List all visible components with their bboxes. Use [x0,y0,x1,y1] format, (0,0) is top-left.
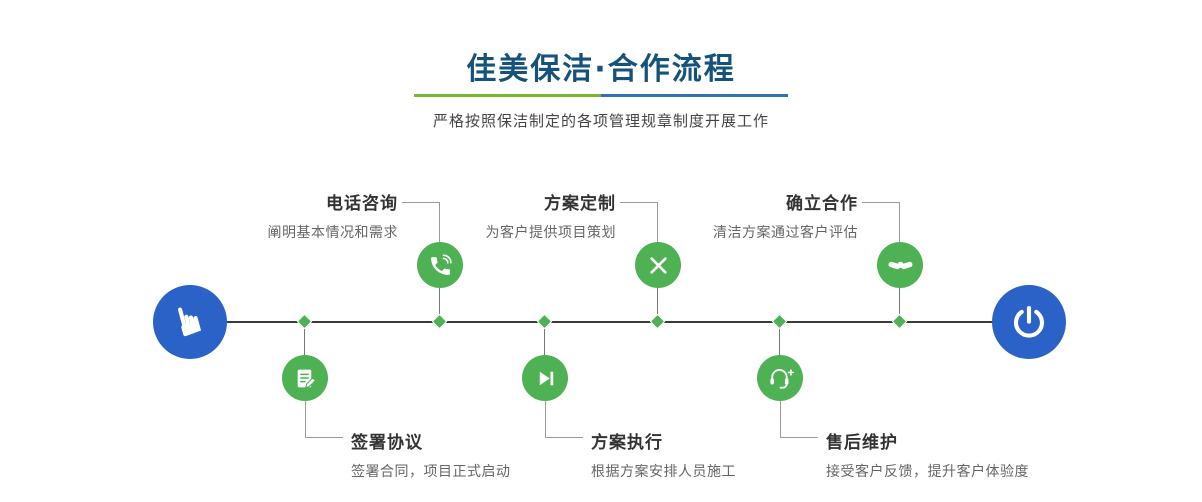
timeline-diamond-marker [431,313,448,330]
headset-support-icon [769,368,794,389]
connector-stem [439,286,440,322]
step-title: 方案定制 [544,194,616,214]
step-node-establish-cooperation [877,242,923,288]
step-label-sign-agreement: 签署协议 签署合同，项目正式启动 [351,428,591,481]
power-icon [1014,306,1044,338]
connector-stem [544,322,545,356]
step-desc: 为客户提供项目策划 [485,225,616,241]
connector-stem [304,322,305,356]
label-connector [305,401,343,438]
step-desc: 接受客户反馈，提升客户体验度 [826,464,1029,480]
step-title: 售后维护 [826,433,898,453]
page-title: 佳美保洁·合作流程 [466,52,736,87]
divider-green-segment [414,94,601,97]
timeline-diamond-marker [536,313,553,330]
step-desc: 签署合同，项目正式启动 [351,464,511,480]
step-node-phone-consult [417,242,463,288]
timeline-diamond-marker [649,313,666,330]
step-label-after-sales: 售后维护 接受客户反馈，提升客户体验度 [826,428,1066,481]
label-connector [780,401,818,438]
step-title: 电话咨询 [326,194,398,214]
label-connector [545,401,583,438]
timeline-start-node: ☛ [153,285,227,359]
step-title: 签署协议 [351,433,423,453]
step-label-phone-consult: 电话咨询 阐明基本情况和需求 [158,189,398,242]
step-label-plan-customize: 方案定制 为客户提供项目策划 [376,189,616,242]
step-title: 确立合作 [786,194,858,214]
step-desc: 根据方案安排人员施工 [591,464,736,480]
timeline-line [190,321,1030,323]
connector-stem [657,286,658,322]
timeline-diamond-marker [891,313,908,330]
step-node-plan-customize [635,242,681,288]
step-desc: 清洁方案通过客户评估 [713,225,858,241]
document-sign-icon [297,369,316,388]
step-node-after-sales [757,355,803,401]
step-label-plan-execute: 方案执行 根据方案安排人员施工 [591,428,831,481]
page-subtitle: 严格按照保洁制定的各项管理规章制度开展工作 [432,112,769,130]
label-connector [402,202,440,242]
label-connector [862,202,900,242]
connector-stem [779,322,780,356]
step-label-establish-cooperation: 确立合作 清洁方案通过客户评估 [618,189,858,242]
divider-blue-segment [601,94,788,97]
timeline-diamond-marker [771,313,788,330]
title-divider [414,94,788,97]
step-node-sign-agreement [282,355,328,401]
phone-icon [430,254,452,275]
handshake-icon [888,261,912,269]
step-desc: 阐明基本情况和需求 [267,225,398,241]
timeline-diamond-marker [296,313,313,330]
play-icon [539,371,553,385]
step-node-plan-execute [522,355,568,401]
design-tools-icon [649,256,667,274]
timeline-end-node [992,285,1066,359]
label-connector [620,202,658,242]
connector-stem [899,286,900,322]
step-title: 方案执行 [591,433,663,453]
pointing-hand-icon: ☛ [162,296,217,344]
